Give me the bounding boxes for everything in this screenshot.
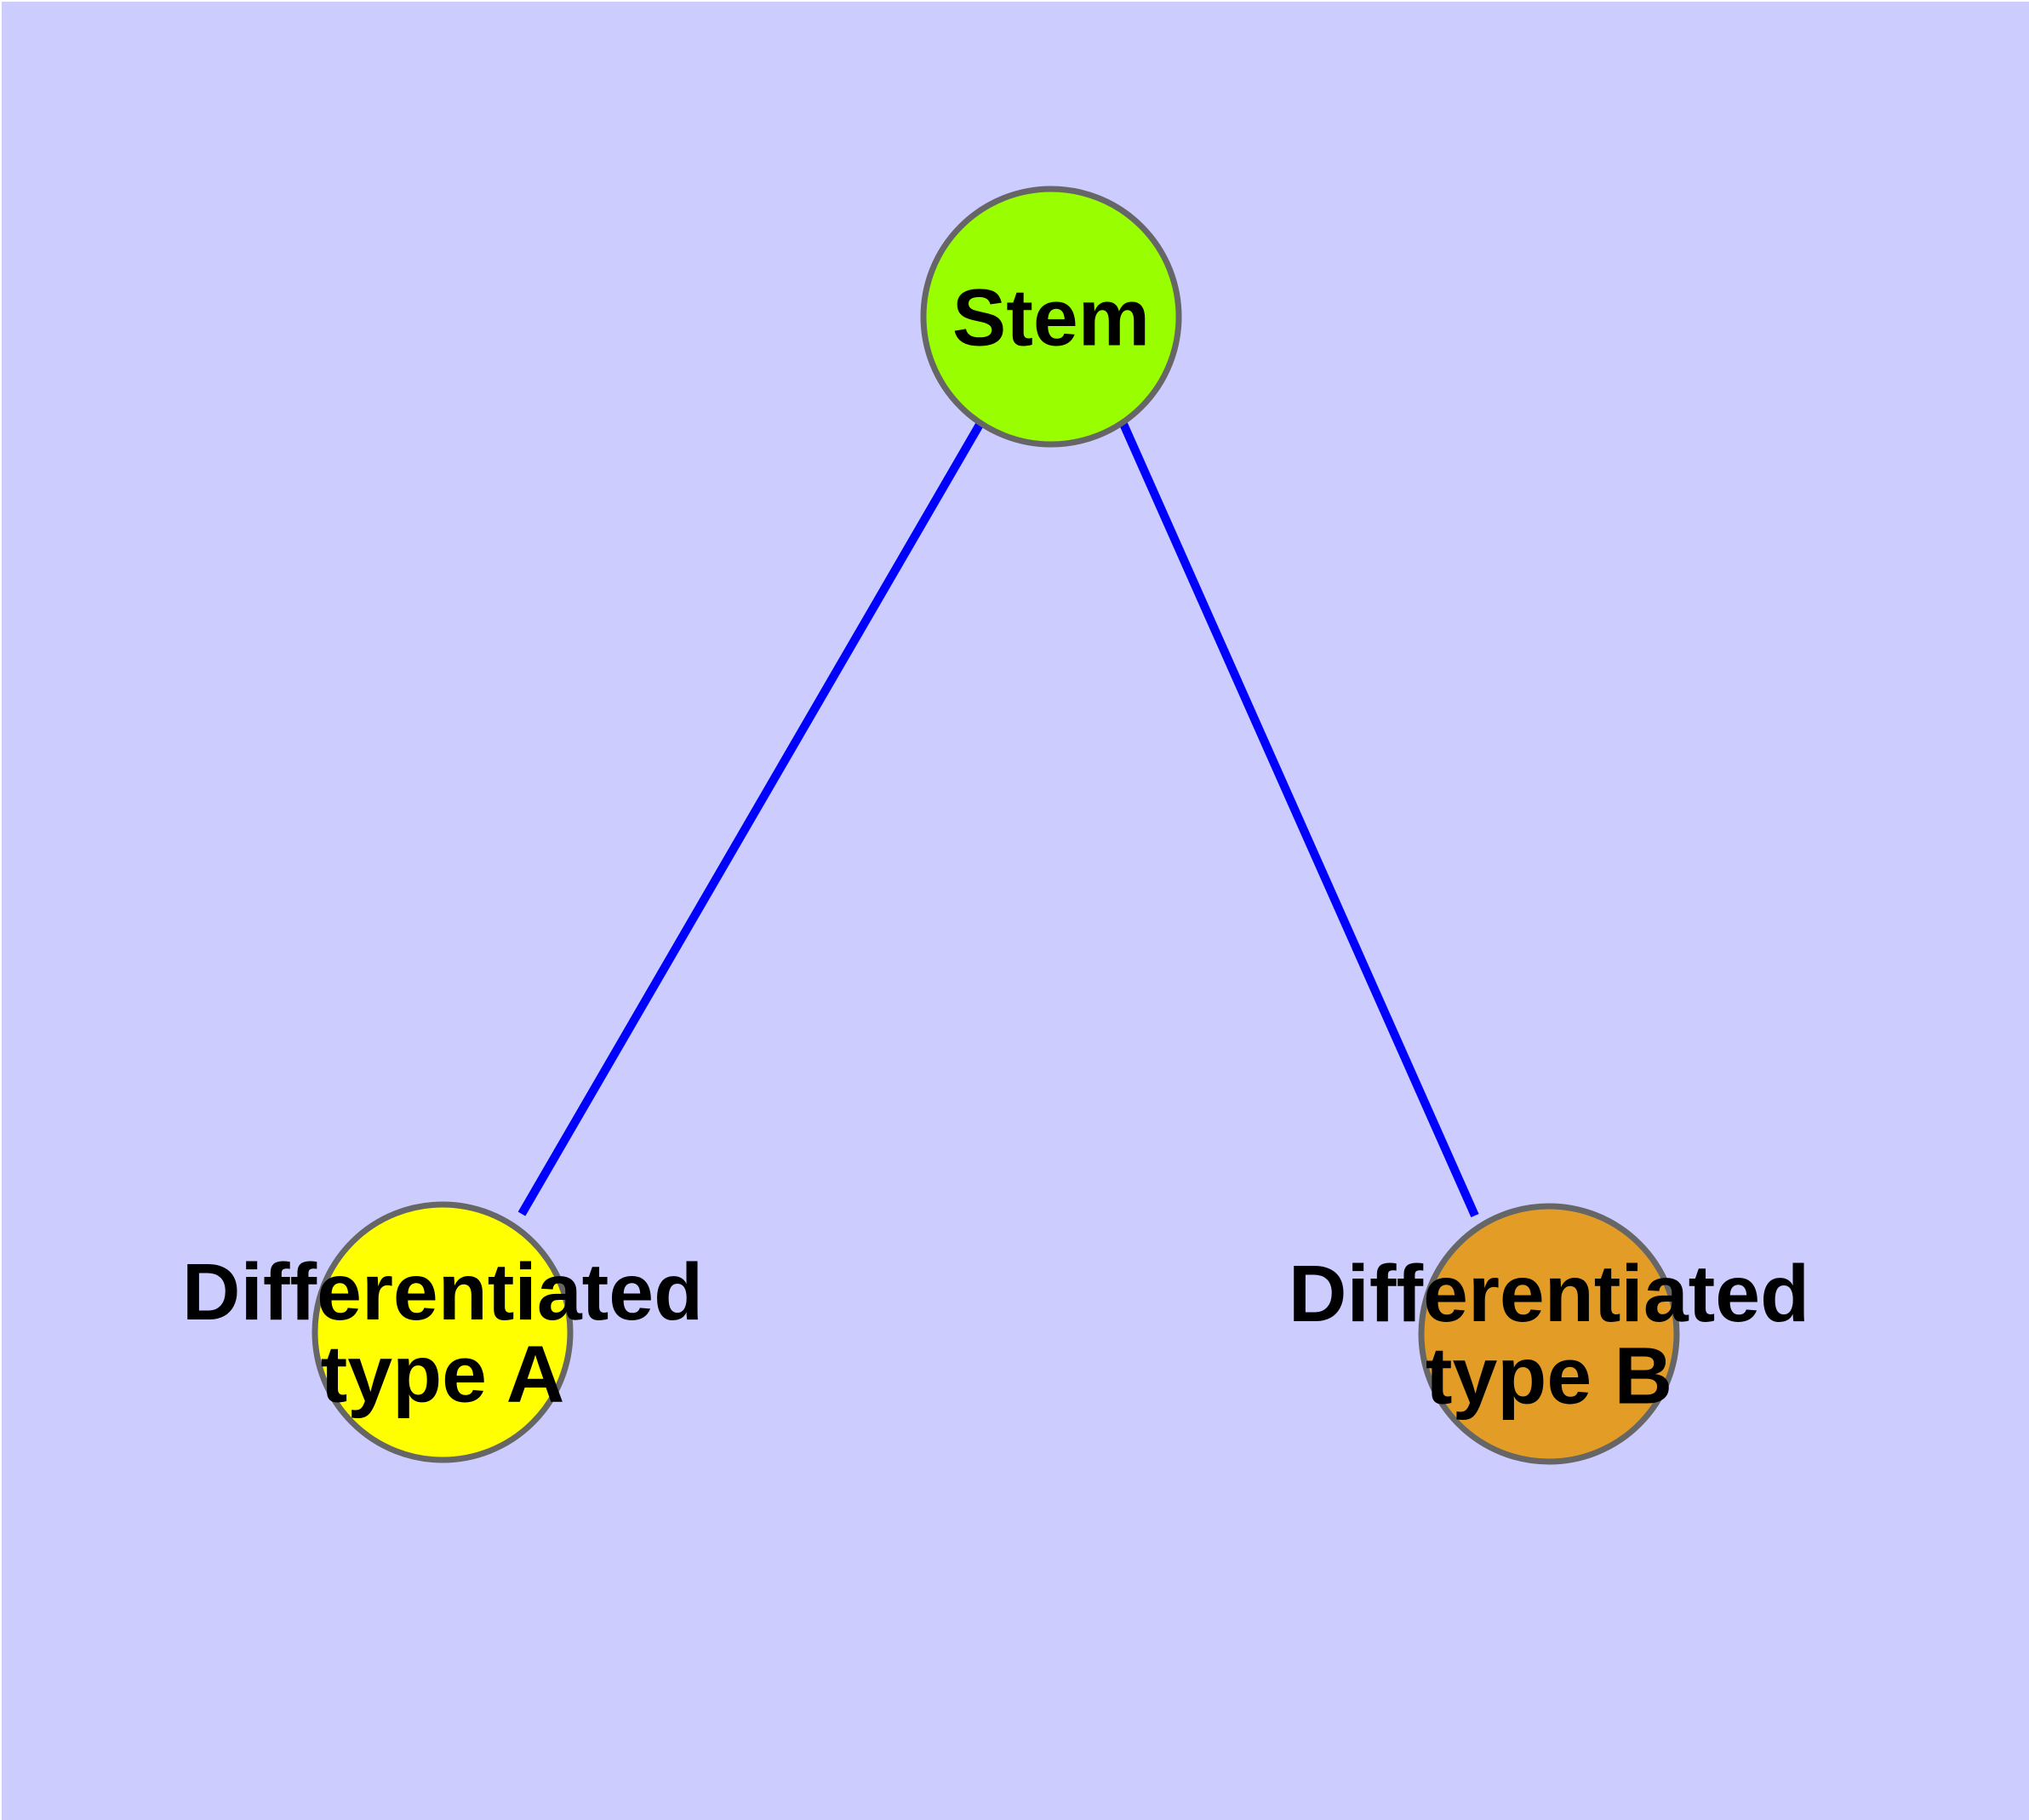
graph-node-stem[interactable]: Stem bbox=[920, 186, 1182, 448]
node-label-line: Differentiated bbox=[1289, 1249, 1809, 1339]
node-circle-diff-a[interactable] bbox=[311, 1201, 574, 1463]
node-label-line: Differentiated bbox=[182, 1247, 703, 1337]
node-circle-stem[interactable] bbox=[920, 186, 1182, 448]
edges-layer bbox=[517, 421, 1479, 1218]
node-label-line: Stem bbox=[952, 272, 1150, 363]
node-label-line: type A bbox=[321, 1330, 565, 1420]
node-label-stem: Stem bbox=[952, 272, 1150, 363]
graph-edge-stem-to-diff-a[interactable] bbox=[517, 421, 985, 1216]
node-label-line: type B bbox=[1426, 1331, 1672, 1422]
node-circle-diff-b[interactable] bbox=[1418, 1203, 1680, 1465]
graph-edge-stem-to-diff-b[interactable] bbox=[1119, 421, 1479, 1218]
